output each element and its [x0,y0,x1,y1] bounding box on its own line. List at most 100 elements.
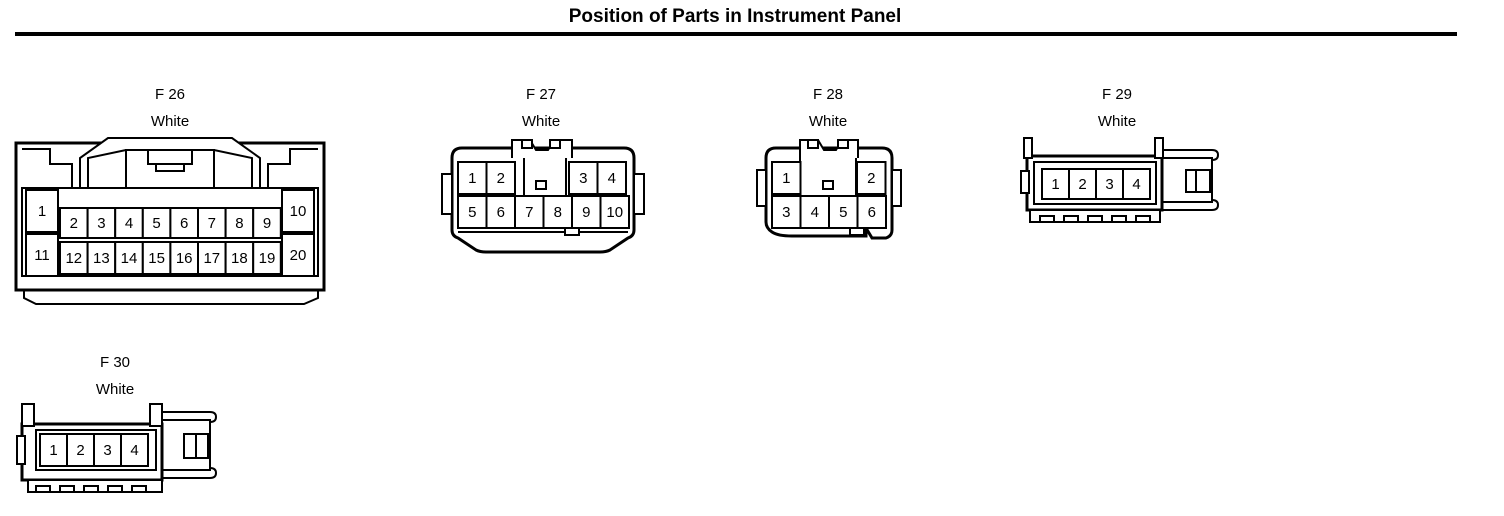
f27-pin: 9 [582,204,590,221]
f30-pin-cell [120,433,149,467]
f26-pin-cell [252,207,282,239]
f26-pin: 5 [152,215,160,232]
f27-pin: 3 [579,170,587,187]
f26-pin: 1 [38,203,46,220]
f30-post-right [149,403,163,427]
f29-pin-cell [1068,168,1097,200]
f30-side-tab [16,435,26,465]
f28-pin-cell [771,161,802,195]
f30-color: White [95,381,135,398]
f27-pins: 1 2 3 4 5 6 7 8 9 10 [457,161,630,229]
f28-right-ear [891,169,902,207]
f26-label: F 26 [154,86,185,103]
f27-right-ear [633,173,645,215]
f30-label: F 30 [99,354,130,371]
f27-pin: 10 [606,204,623,221]
f26-pin: 2 [70,215,78,232]
f26-pin: 16 [176,250,193,267]
f26-pin-cell [169,241,199,275]
f26-pin: 3 [97,215,105,232]
f26-pin-cell [224,207,255,239]
f26-pin: 12 [65,250,82,267]
f27-lock-tab-a [521,139,533,149]
f28-pin: 2 [867,170,875,187]
f27-lock-tab-b [549,139,561,149]
f26-pin-cell [141,207,172,239]
f28-pin-cell [856,195,887,229]
f26-lock-notch [155,163,185,172]
f30-pin-cell [66,433,95,467]
f28-center-key [822,180,834,190]
f26-pin-cell [114,207,144,239]
f27-color: White [521,113,561,130]
f27-pin-cell [542,195,573,229]
f26-right-step [267,148,318,188]
f26-pin: 20 [290,247,307,264]
f27-pin: 8 [554,204,562,221]
f27-pin-cell [485,161,516,195]
f26-pin-cell [25,189,59,233]
f26-pin: 9 [263,215,271,232]
f27-pin-cell [485,195,516,229]
f26-color: White [150,113,190,130]
f30-pin: 2 [76,442,84,459]
f26-pin: 15 [148,250,165,267]
f26-pin: 17 [203,250,220,267]
f28-pin-cell [856,161,887,195]
f26-pin-cell [252,241,282,275]
f29-latch-window [1185,169,1211,193]
f27-pin-cell [599,195,630,229]
f28-lock-tab-b [837,139,849,149]
f26-pin: 8 [235,215,243,232]
f27-pin: 2 [497,170,505,187]
f29-pin: 3 [1105,176,1113,193]
f26-pin: 11 [34,247,50,264]
f30-post-left [21,403,35,427]
f29-color: White [1097,113,1137,130]
f27-pin: 6 [497,204,505,221]
f26-pin: 6 [180,215,188,232]
f26-pin: 7 [208,215,216,232]
f30-pin: 3 [103,442,111,459]
page-title: Position of Parts in Instrument Panel [568,6,902,27]
f30-pin: 1 [49,442,57,459]
f26-pin-cell [169,207,199,239]
f27-pin: 4 [608,170,616,187]
f26-pin-cell [114,241,144,275]
f26-pin-cell [25,233,59,277]
f26-pin: 14 [121,250,138,267]
f29-pin-cell [1122,168,1151,200]
f29-pin-cell [1041,168,1070,200]
f27-label: F 27 [525,86,556,103]
f28-lock-tab-a [807,139,819,149]
f27-pin: 1 [468,170,476,187]
f30-pin: 4 [130,442,138,459]
f28-label: F 28 [812,86,843,103]
f26-pin: 19 [259,250,276,267]
title-rule [15,32,1457,36]
f26-pin-cell [281,189,315,233]
f26-pin-cell [281,233,315,277]
f27-pin: 5 [468,204,476,221]
f28-pin: 3 [782,204,790,221]
f29-post-left [1023,137,1033,159]
f28-left-ear [756,169,767,207]
f29-pin: 1 [1051,176,1059,193]
f28-pin: 6 [868,204,876,221]
f29-post-right [1154,137,1164,159]
f27-pin: 7 [525,204,533,221]
f27-pin-cell [596,161,627,195]
f29-side-tab [1020,170,1030,194]
f27-pin-cell [568,161,599,195]
f29-pin: 2 [1078,176,1086,193]
f28-color: White [808,113,848,130]
f27-left-ear [441,173,453,215]
